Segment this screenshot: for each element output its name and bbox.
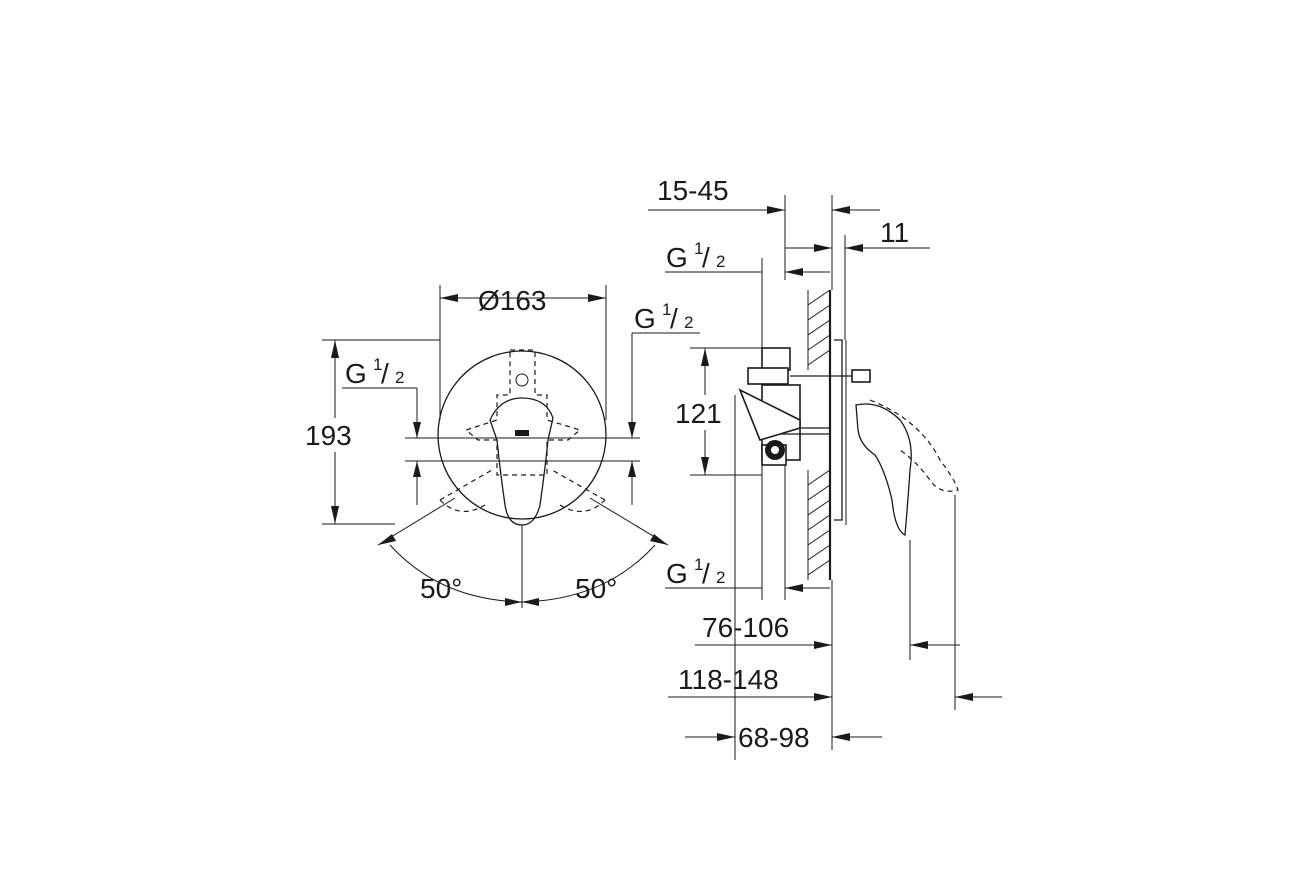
thread-top-main: G [666,242,688,273]
hidden-hole [515,373,529,387]
thread-top-slash: / [702,242,710,273]
lever-side-dashed [869,399,959,492]
depth-1-label: 76-106 [702,612,789,643]
lever-side [855,403,912,537]
stopper-top [747,367,789,385]
thread-right-main: G [634,303,656,334]
thread-left-slash: / [381,358,389,389]
swing-arc-left [439,499,486,512]
thread-top-num: 1 [694,239,703,258]
swing-arc-right [559,499,606,512]
thread-right-slash: / [670,303,678,334]
thread-right-num: 1 [662,300,671,319]
angle-right-label: 50° [575,573,617,604]
swing-lever-right [551,469,606,501]
thread-bottom-num: 1 [694,555,703,574]
inlet-top [761,347,791,371]
thread-left-main: G [345,358,367,389]
angle-left-label: 50° [420,573,462,604]
cover-plate-side [834,339,843,521]
thread-left-num: 1 [373,355,382,374]
diverter-wedge [738,388,801,441]
thread-right-den: 2 [684,313,693,332]
height-label-front: 193 [305,420,352,451]
thread-left-den: 2 [395,368,404,387]
depth-3-label: 68-98 [738,722,810,753]
swing-lever-left [439,469,493,501]
front-view: Ø163 193 G 1 / 2 G 1 / 2 [305,285,700,608]
cover-plate [437,350,607,520]
thread-bottom-main: G [666,558,688,589]
wall-hatching [807,289,831,580]
plate-label: 11 [880,217,909,248]
depth-2-label: 118-148 [678,664,779,695]
lever-handle [489,397,554,526]
handle-logo-mark [515,430,529,436]
thread-bottom-den: 2 [716,568,725,587]
thread-top-den: 2 [716,252,725,271]
hidden-cartridge-outline [464,349,582,476]
height-label-side: 121 [675,398,722,429]
spindle-end [851,369,871,383]
diameter-label: Ø163 [478,285,547,316]
side-view: 15-45 11 G 1 / 2 121 G 1 / 2 [648,175,1002,760]
thread-bottom-slash: / [702,558,710,589]
wall-thickness-label: 15-45 [657,175,729,206]
